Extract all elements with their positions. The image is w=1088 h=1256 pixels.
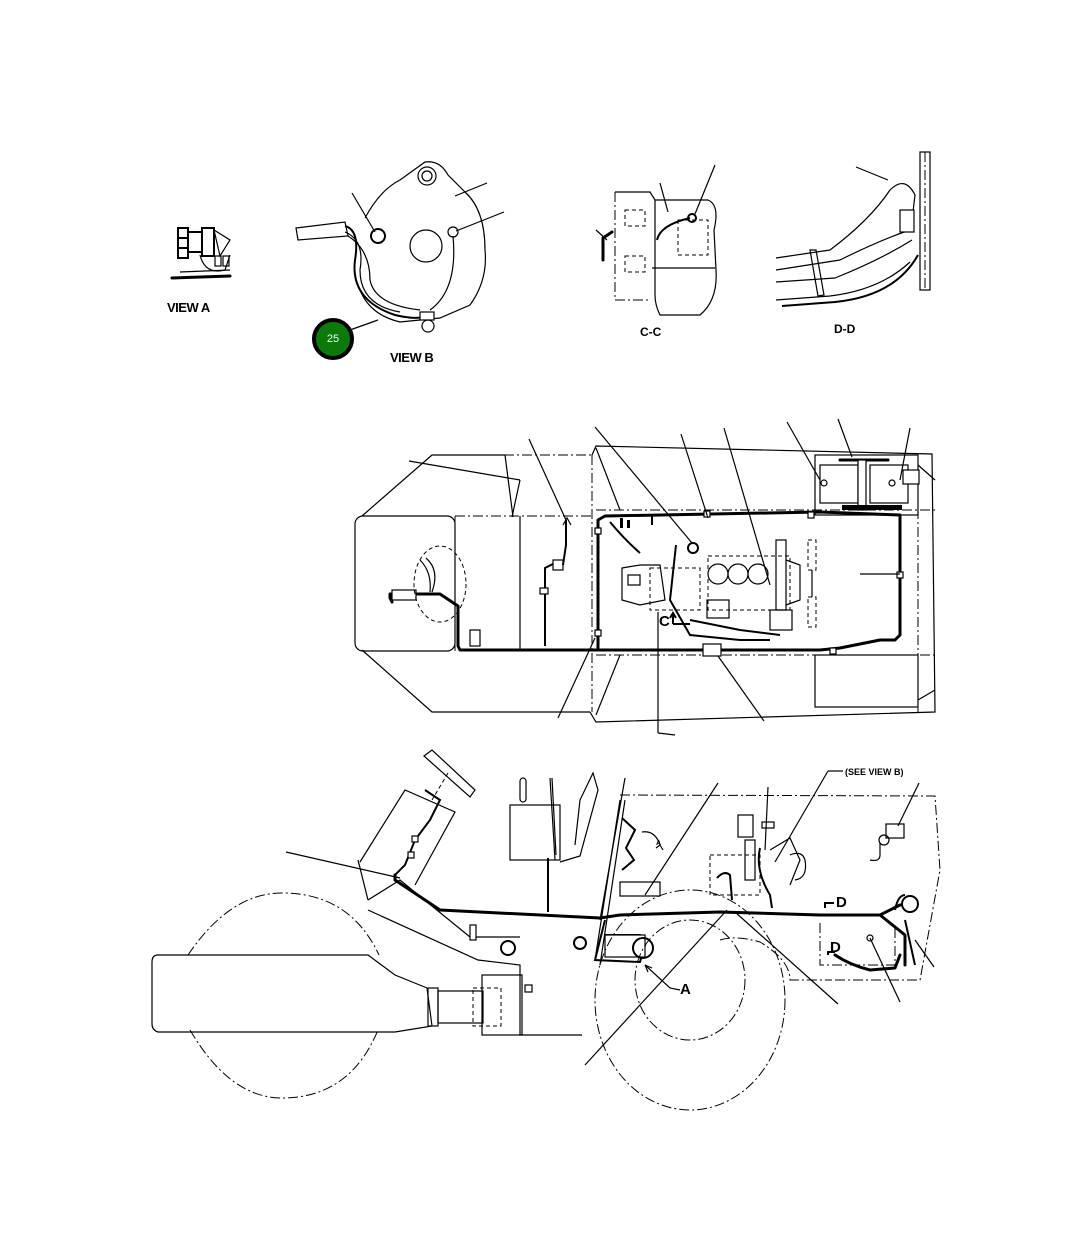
- section-c-c-label: C-C: [640, 325, 662, 339]
- view-a-label: VIEW A: [167, 300, 211, 315]
- section-d-marker-upper: D: [836, 894, 847, 911]
- section-d-d-illustration: [775, 151, 931, 307]
- part-callout-hotspot[interactable]: 25: [312, 318, 354, 360]
- view-a-illustration: [170, 227, 232, 280]
- detail-a-marker: A: [680, 981, 691, 998]
- view-b-label: VIEW B: [390, 350, 433, 365]
- section-c-c-illustration: [595, 164, 717, 316]
- section-c-marker: C: [659, 613, 670, 630]
- top-plan-view: [354, 418, 936, 736]
- view-b-alternator: [295, 161, 505, 333]
- see-view-b-note: (SEE VIEW B): [845, 767, 904, 777]
- side-elevation-view: A: [151, 749, 941, 1111]
- section-d-d-label: D-D: [834, 322, 856, 336]
- section-d-marker-lower: D: [830, 939, 841, 956]
- part-callout-number: 25: [326, 333, 340, 345]
- rotation-a-mark: A: [656, 840, 661, 847]
